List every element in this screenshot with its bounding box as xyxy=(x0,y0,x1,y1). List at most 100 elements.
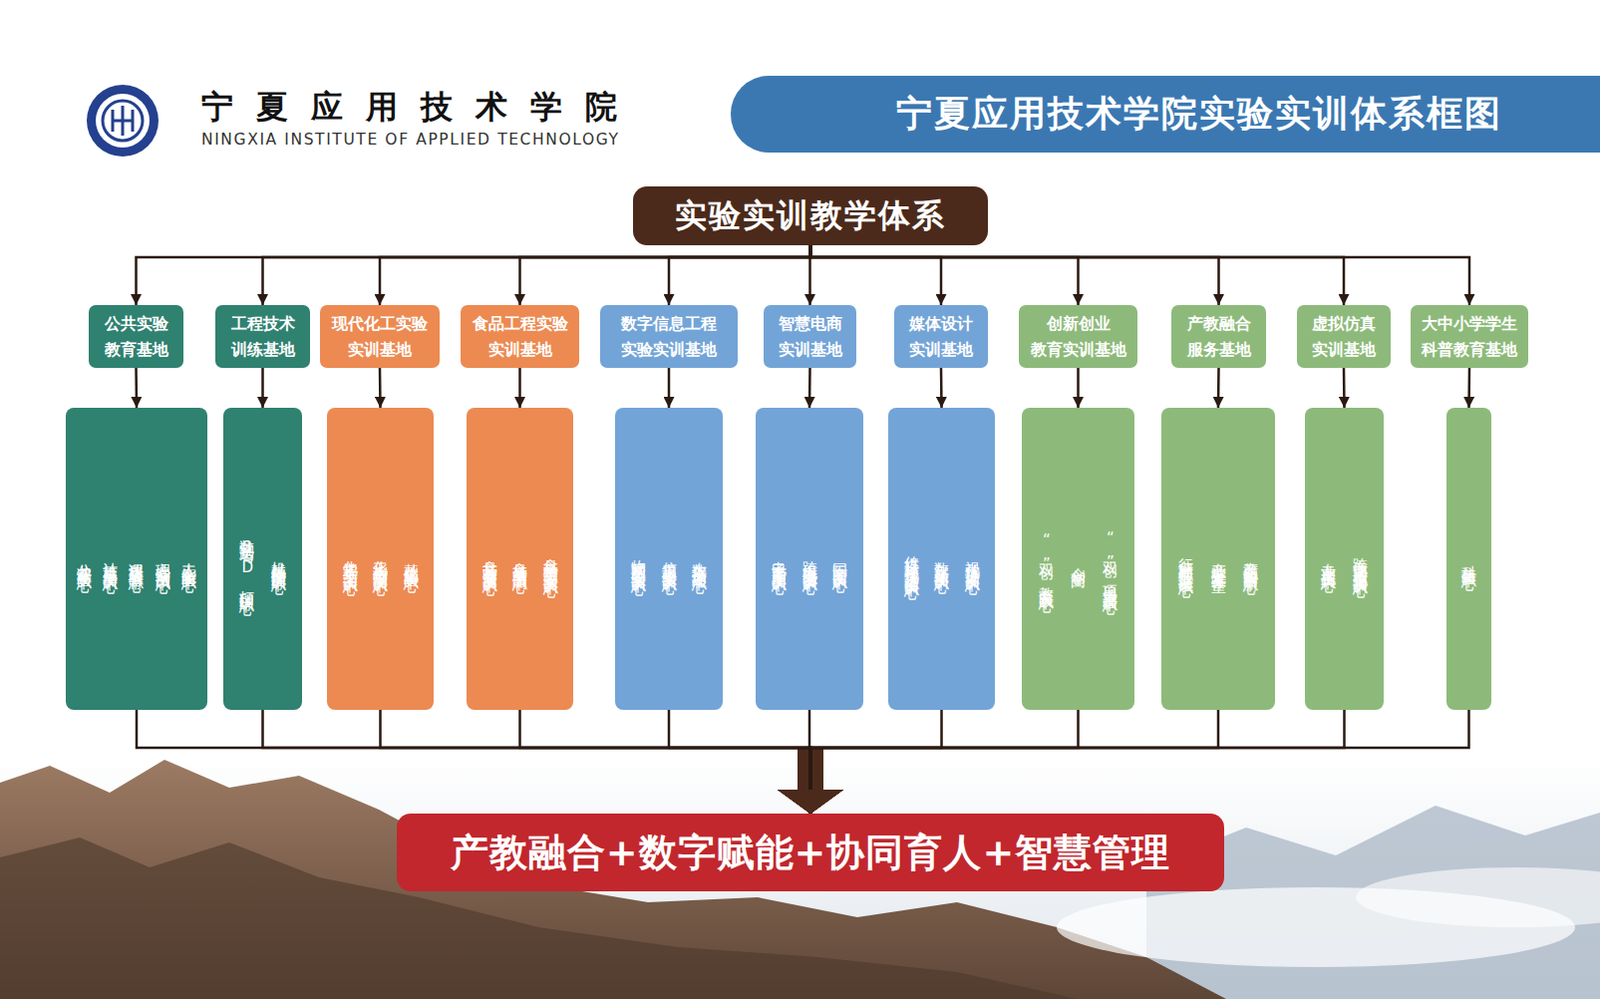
diagram-title: 宁夏应用技术学院实验实训体系框图 xyxy=(896,89,1503,139)
connector-arrow xyxy=(810,709,1345,814)
connector-arrow xyxy=(810,245,942,306)
connector-arrow xyxy=(810,709,1219,814)
category-box: 工程技术 训练基地 xyxy=(215,305,311,368)
center-box: 基础化工实验中心化工检测与控制实训中心化学工程与工艺实训中心 xyxy=(326,407,434,710)
center-box: 产教融合协同创新中心产业学院专家工作室 行业标准与职业认证考试中心 xyxy=(1161,407,1276,710)
school-name-english: NINGXIA INSTITUTE OF APPLIED TECHNOLOGY xyxy=(201,130,621,149)
node-text: 工程技术 训练基地 xyxy=(231,311,296,363)
column-text: 数字制造与3D打印训练中心 xyxy=(239,528,255,591)
logo-emblem xyxy=(112,105,133,136)
connector-arrow xyxy=(940,367,944,408)
connector-arrow xyxy=(810,709,1470,814)
column-text: 众创空间 xyxy=(1070,555,1086,564)
connector-arrow xyxy=(136,245,812,306)
column-text: 基础化工实验中心 xyxy=(403,551,419,568)
summary-banner: 产教融合+数字赋能+协同育人+智慧管理 xyxy=(396,813,1225,892)
node-text: 食品工程实验 实训基地 xyxy=(472,311,569,363)
node-text: 产教融合 服务基地 xyxy=(1187,311,1252,363)
column-text: 人工智能实验中心 xyxy=(181,551,197,568)
node-text: 产教融合+数字赋能+协同育人+智慧管理 xyxy=(450,827,1172,879)
column-text: 科普体验中心 xyxy=(1461,553,1477,566)
rock-mountain xyxy=(0,759,1227,999)
node-text: 创新创业 教育实训基地 xyxy=(1030,311,1127,363)
logo-ring xyxy=(86,84,159,157)
column-text: 食品科学与工程实验实训中心 xyxy=(543,546,559,573)
node-text: 媒体设计 实训基地 xyxy=(909,311,973,363)
center-box: 国际商贸实训中心跨境电商综合实训中心电子商务应用实训中心 xyxy=(755,407,864,710)
category-box: 食品工程实验 实训基地 xyxy=(460,305,580,368)
connector-arrow xyxy=(810,245,1470,306)
node-text: 数字信息工程 实验实训基地 xyxy=(621,311,717,363)
column-text: 产教融合协同创新中心 xyxy=(1243,549,1259,570)
column-text: 机械基础技能训练中心 xyxy=(271,549,287,570)
connector-arrow xyxy=(261,367,265,408)
connector-arrow xyxy=(1467,367,1471,408)
connector-arrow xyxy=(668,245,811,306)
column-text: 化工检测与控制实训中心 xyxy=(372,548,388,571)
column-text: 国际商贸实训中心 xyxy=(832,551,848,568)
logo-emblem xyxy=(102,100,143,141)
category-box: 产教融合 服务基地 xyxy=(1171,305,1267,368)
logo-inner xyxy=(95,93,150,148)
category-box: 智慧电商 实训基地 xyxy=(763,305,857,368)
connector-arrow xyxy=(1217,367,1221,408)
center-box: “双创”项目竞赛培训中心众创空间“双创”教育实践中心 xyxy=(1021,407,1135,710)
root-box: 实验实训教学体系 xyxy=(633,186,988,246)
category-box: 现代化工实验 实训基地 xyxy=(320,305,440,368)
node-text: 公共实验 教育基地 xyxy=(104,311,169,363)
connector-arrow xyxy=(520,709,812,814)
column-text: 跨境电商综合实训中心 xyxy=(802,549,818,570)
center-box: 大数据技术处理中心信息工程实验实训中心物联网工程实验实训中心 xyxy=(615,407,723,710)
school-name: 宁夏应用技术学院 xyxy=(201,85,640,130)
cloud xyxy=(1355,867,1600,928)
category-box: 大中小学学生 科普教育基地 xyxy=(1410,305,1529,368)
connector-arrow xyxy=(810,709,1079,814)
column-text: 产业学院专家工作室 xyxy=(1211,550,1227,569)
column-text: 跨专业协同虚拟仿真实训中心 xyxy=(1352,546,1368,573)
connector-arrow xyxy=(520,245,812,306)
node-text: 实验实训教学体系 xyxy=(674,194,947,239)
connector-arrow xyxy=(1342,367,1346,408)
column-text: 物联网工程实验实训中心 xyxy=(631,548,646,571)
connector-arrow xyxy=(667,367,671,408)
category-box: 公共实验 教育基地 xyxy=(88,305,184,368)
column-text: 公共课程实验中心 xyxy=(76,551,92,568)
column-text: 计算机应用实训中心 xyxy=(102,550,118,569)
column-text: 数字新媒体实训中心 xyxy=(934,550,950,569)
column-text: 心理咨询与测试中心 xyxy=(155,550,171,569)
column-text: 传媒设计与视觉传达综合实训中心 xyxy=(904,544,920,575)
connector-arrow xyxy=(810,245,1079,306)
column-text: 行业标准与职业认证考试中心 xyxy=(1178,546,1194,573)
center-box: 跨专业协同虚拟仿真实训中心专业虚拟仿真中心 xyxy=(1304,407,1384,710)
node-text: 现代化工实验 实训基地 xyxy=(331,311,428,363)
node-text: 智慧电商 实训基地 xyxy=(778,311,843,363)
column-text: 食品营养与健康实训中心 xyxy=(482,548,498,571)
category-box: 创新创业 教育实训基地 xyxy=(1018,305,1138,368)
column-text: 化学工程与工艺实训中心 xyxy=(342,548,358,571)
category-box: 虚拟仿真 实训基地 xyxy=(1296,305,1391,368)
connector-arrow xyxy=(378,367,382,408)
connector-arrow xyxy=(263,709,812,814)
center-box: 科普体验中心 xyxy=(1446,407,1492,710)
connector-arrow xyxy=(668,709,811,814)
column-text: 电子商务应用实训中心 xyxy=(771,549,787,570)
category-box: 数字信息工程 实验实训基地 xyxy=(600,305,738,368)
column-text: 信息工程实验实训中心 xyxy=(661,549,677,570)
connector-arrow xyxy=(810,709,943,814)
node-text: 大中小学学生 科普教育基地 xyxy=(1421,311,1518,363)
connector-arrow xyxy=(518,367,522,408)
connector-arrow xyxy=(136,709,811,814)
column-text: 视觉传达设计实训中心 xyxy=(964,549,980,570)
center-box: 人工智能实验中心心理咨询与测试中心课程思政教育中心计算机应用实训中心公共课程实验… xyxy=(65,407,208,710)
connector-arrow xyxy=(134,367,138,408)
center-box: 食品科学与工程实验实训中心食品质量与监测中心食品营养与健康实训中心 xyxy=(466,407,574,710)
connector-arrow xyxy=(810,245,1220,306)
connector-arrow xyxy=(263,245,812,306)
column-text: 课程思政教育中心 xyxy=(128,551,144,568)
center-box: 机械基础技能训练中心数字制造与3D打印训练中心 xyxy=(223,407,303,710)
category-box: 媒体设计 实训基地 xyxy=(894,305,988,368)
column-text: “双创”项目竞赛培训中心 xyxy=(1102,529,1118,590)
column-text: 大数据技术处理中心 xyxy=(691,550,707,569)
connector-arrow xyxy=(380,709,812,814)
